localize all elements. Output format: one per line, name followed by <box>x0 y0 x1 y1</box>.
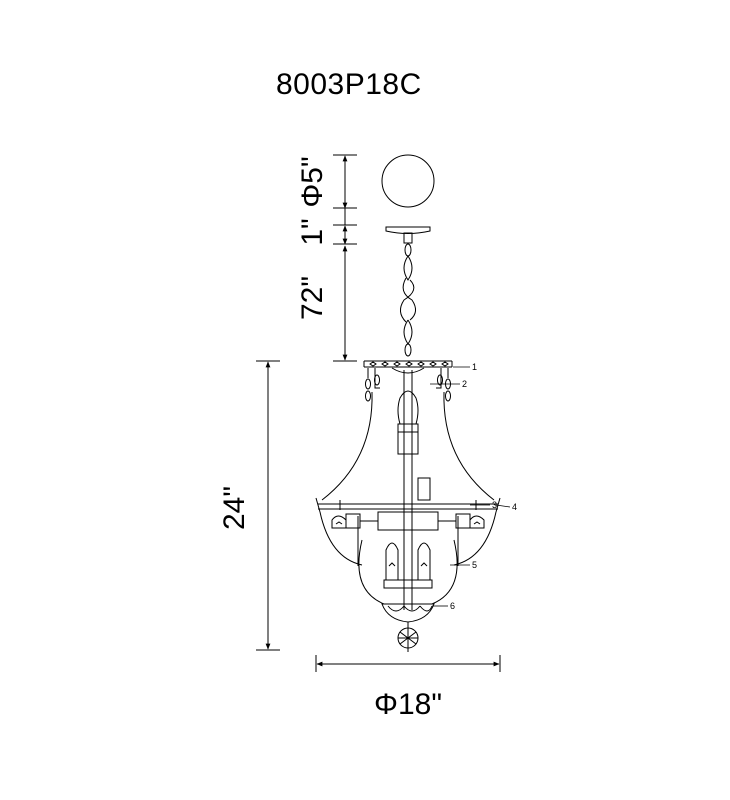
middle-arm-ring <box>315 497 501 531</box>
callout-6: 6 <box>450 601 455 611</box>
upper-glass-shade <box>321 391 495 501</box>
bottom-finial <box>381 603 435 652</box>
callout-5: 5 <box>472 560 477 570</box>
model-number: 8003P18C <box>276 68 422 101</box>
fixture-diameter-label: Φ18" <box>374 688 442 721</box>
callout-3: 3 <box>492 500 497 510</box>
top-crown-ring <box>363 360 453 402</box>
callout-4: 4 <box>512 502 517 512</box>
canopy-and-chain <box>385 226 431 357</box>
lower-candles <box>383 542 433 589</box>
canopy-top-view <box>381 154 435 208</box>
callout-leaders <box>430 366 511 607</box>
vertical-dimension-lines <box>256 154 357 651</box>
canopy-height-label: 1" <box>296 218 329 245</box>
center-stem-and-candle <box>397 370 431 610</box>
callout-2: 2 <box>462 379 467 389</box>
callout-1: 1 <box>472 362 477 372</box>
chain-length-label: 72" <box>296 276 329 320</box>
lower-glass-bowl <box>319 511 497 605</box>
horizontal-dimension-line <box>315 655 501 672</box>
fixture-height-label: 24" <box>218 486 251 530</box>
canopy-diameter-label: Φ5" <box>296 156 329 207</box>
